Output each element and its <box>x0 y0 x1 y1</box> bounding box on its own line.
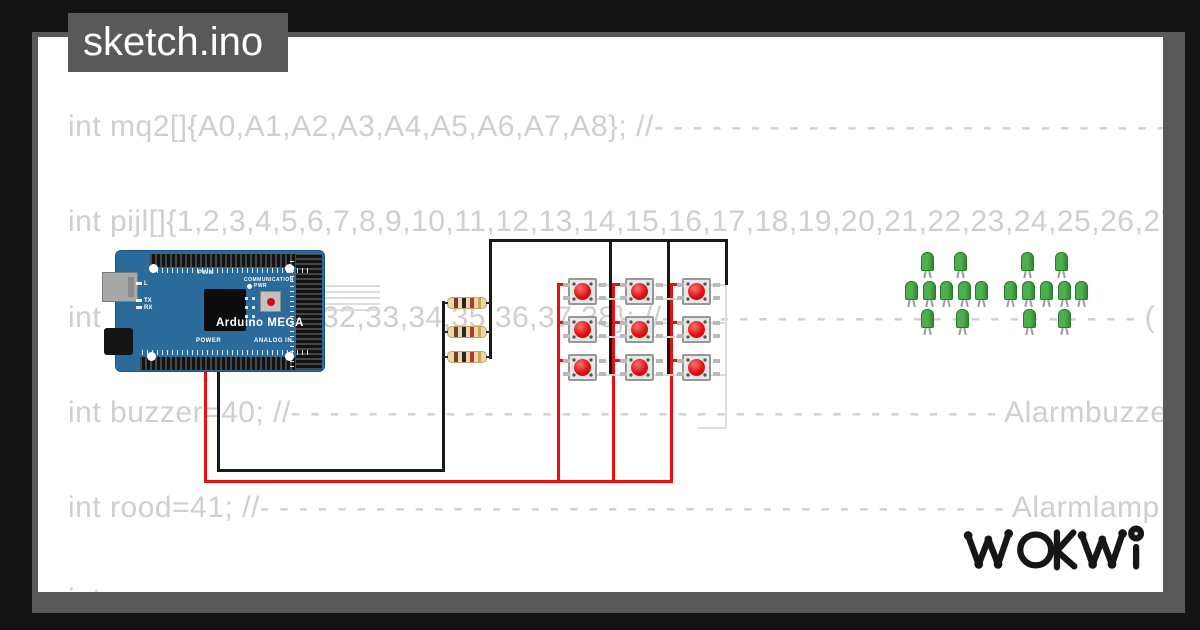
wire-gray-stub <box>698 427 725 429</box>
wire-gray-stub <box>597 322 609 324</box>
led-green[interactable] <box>956 309 969 328</box>
code-line-2: int pijl[]{1,2,3,4,5,6,7,8,9,10,11,12,13… <box>68 205 1163 238</box>
led-green[interactable] <box>921 309 934 328</box>
file-tab: sketch.ino <box>68 13 288 72</box>
wire-black-resistor-left <box>442 301 445 472</box>
wokwi-logo <box>963 525 1145 571</box>
led-green[interactable] <box>1058 281 1071 300</box>
pushbutton[interactable] <box>620 316 654 343</box>
usb-connector <box>102 272 138 302</box>
wire-gray-stub <box>711 284 725 286</box>
pin-labels-top <box>152 268 312 273</box>
led-green[interactable] <box>921 252 934 271</box>
led-indicator-l: L <box>136 281 148 287</box>
wire-gray-stub <box>711 374 725 376</box>
pin-labels-right <box>290 259 294 367</box>
mounting-hole <box>149 264 158 273</box>
wire-black-column-2 <box>667 239 670 375</box>
wire-red-riser-2 <box>612 283 615 483</box>
power-led <box>247 284 252 289</box>
pushbutton[interactable] <box>677 316 711 343</box>
led-green[interactable] <box>1075 281 1088 300</box>
pin-header-top <box>150 254 318 267</box>
wire-black-gnd-run <box>217 469 445 472</box>
led-green[interactable] <box>905 281 918 300</box>
wire-gray-stub <box>654 322 667 324</box>
wire-gray-signal <box>325 297 380 299</box>
board-label-communication: COMMUNICATION <box>244 277 294 283</box>
wire-black-top-run <box>489 239 727 242</box>
mounting-hole <box>285 352 294 361</box>
led-green[interactable] <box>1004 281 1017 300</box>
wire-gray-link <box>597 336 625 338</box>
icsp-header <box>245 297 248 300</box>
led-green[interactable] <box>975 281 988 300</box>
board-label-pwr: PWR <box>254 283 268 289</box>
wire-gray-signal <box>325 285 380 287</box>
wire-gray-stub <box>654 284 667 286</box>
resistor[interactable] <box>443 351 491 363</box>
resistor[interactable] <box>443 326 491 338</box>
wire-gray-link <box>597 374 625 376</box>
code-line-1: int mq2[]{A0,A1,A2,A3,A4,A5,A6,A7,A8}; /… <box>68 110 1163 143</box>
pushbutton[interactable] <box>677 354 711 381</box>
wire-red-5v-drop <box>204 372 207 482</box>
wire-gray-signal <box>325 303 380 305</box>
wire-gray-signal <box>325 309 380 311</box>
pushbutton[interactable] <box>563 278 597 305</box>
board-label-power: POWER <box>196 338 222 344</box>
pushbutton[interactable] <box>563 316 597 343</box>
wire-gray-link <box>654 374 682 376</box>
reset-button[interactable] <box>260 291 281 312</box>
mounting-hole <box>285 264 294 273</box>
led-green[interactable] <box>923 281 936 300</box>
led-green[interactable] <box>954 252 967 271</box>
led-green[interactable] <box>1055 252 1068 271</box>
pin-labels-bottom <box>142 350 308 355</box>
led-indicator-tx: TX <box>136 298 152 304</box>
led-green[interactable] <box>1040 281 1053 300</box>
arduino-mega-board[interactable]: PWM COMMUNICATION PWR L TX RX Arduino ME… <box>102 250 325 372</box>
pushbutton[interactable] <box>563 354 597 381</box>
wire-red-riser-1 <box>557 283 560 483</box>
diagram-canvas: int mq2[]{A0,A1,A2,A3,A4,A5,A6,A7,A8}; /… <box>38 37 1163 592</box>
board-title: Arduino MEGA <box>216 317 304 329</box>
wire-gray-link <box>654 298 682 300</box>
board-label-analog-in: ANALOG IN <box>254 338 293 344</box>
wire-gray-signal <box>325 291 380 293</box>
led-green[interactable] <box>1021 252 1034 271</box>
mounting-hole <box>147 352 156 361</box>
file-name: sketch.ino <box>83 20 264 64</box>
wire-gray-link <box>654 336 682 338</box>
wire-gray-stub <box>597 284 609 286</box>
wire-gray-stub <box>711 322 725 324</box>
code-line-5: int rood=41; //- - - - - - - - - - - - -… <box>68 491 1160 524</box>
power-jack <box>104 328 133 355</box>
board-label-pwm: PWM <box>197 270 215 276</box>
led-indicator-rx: RX <box>136 305 152 311</box>
pushbutton[interactable] <box>620 354 654 381</box>
wire-gray-riser <box>725 285 727 428</box>
wire-red-bottom-run <box>204 480 673 483</box>
led-green[interactable] <box>958 281 971 300</box>
pushbutton[interactable] <box>620 278 654 305</box>
led-green[interactable] <box>1058 309 1071 328</box>
wire-black-column-3 <box>725 239 728 285</box>
resistor[interactable] <box>443 297 491 309</box>
wire-black-resistor-right <box>489 239 492 359</box>
wire-black-column-1 <box>609 239 612 375</box>
wire-gray-link <box>597 298 625 300</box>
code-line-6: int <box>68 582 101 592</box>
wire-red-riser-3 <box>670 283 673 483</box>
mcu-chip <box>204 289 246 331</box>
code-line-3-start: int <box>68 301 102 334</box>
led-green[interactable] <box>1022 281 1035 300</box>
wire-black-gnd-drop <box>217 372 220 472</box>
code-line-4: int buzzer=40; //- - - - - - - - - - - -… <box>68 396 1163 429</box>
led-green[interactable] <box>940 281 953 300</box>
pin-header-bottom <box>140 357 312 370</box>
pushbutton[interactable] <box>677 278 711 305</box>
led-green[interactable] <box>1023 309 1036 328</box>
